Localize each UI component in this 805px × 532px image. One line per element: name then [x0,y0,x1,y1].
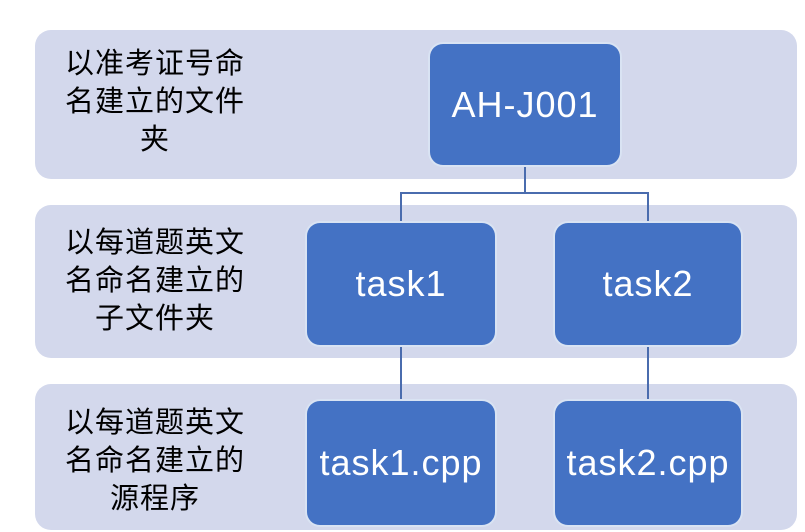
node-task2-folder: task2 [553,221,743,347]
node-root-folder: AH-J001 [428,42,622,167]
row-label-line: 以每道题英文 [64,227,245,259]
row-label-line: 以准考证号命 [64,48,245,80]
row-label-line: 名命名建立的 [64,265,245,297]
connector-horizontal-bus [400,192,649,194]
row-label-line: 以每道题英文 [64,407,245,439]
row-band-folder [35,30,797,179]
node-task1-folder: task1 [305,221,497,347]
row-label-line: 名建立的文件 [64,86,245,118]
node-task2-source: task2.cpp [553,399,743,527]
row-label-line: 夹 [139,124,170,156]
connector-bus-to-task1 [400,192,402,222]
connector-bus-to-task2 [647,192,649,222]
row-label-subfolders: 以每道题英文 名命名建立的 子文件夹 [50,224,260,338]
connector-root-stem [524,167,526,194]
connector-task1-to-cpp [400,347,402,400]
row-label-line: 名命名建立的 [64,445,245,477]
row-label-line: 子文件夹 [94,303,215,335]
node-task1-source: task1.cpp [305,399,497,527]
row-label-folder: 以准考证号命 名建立的文件 夹 [50,45,260,159]
connector-task2-to-cpp [647,347,649,400]
row-label-line: 源程序 [109,483,200,515]
row-label-source-files: 以每道题英文 名命名建立的 源程序 [50,404,260,518]
